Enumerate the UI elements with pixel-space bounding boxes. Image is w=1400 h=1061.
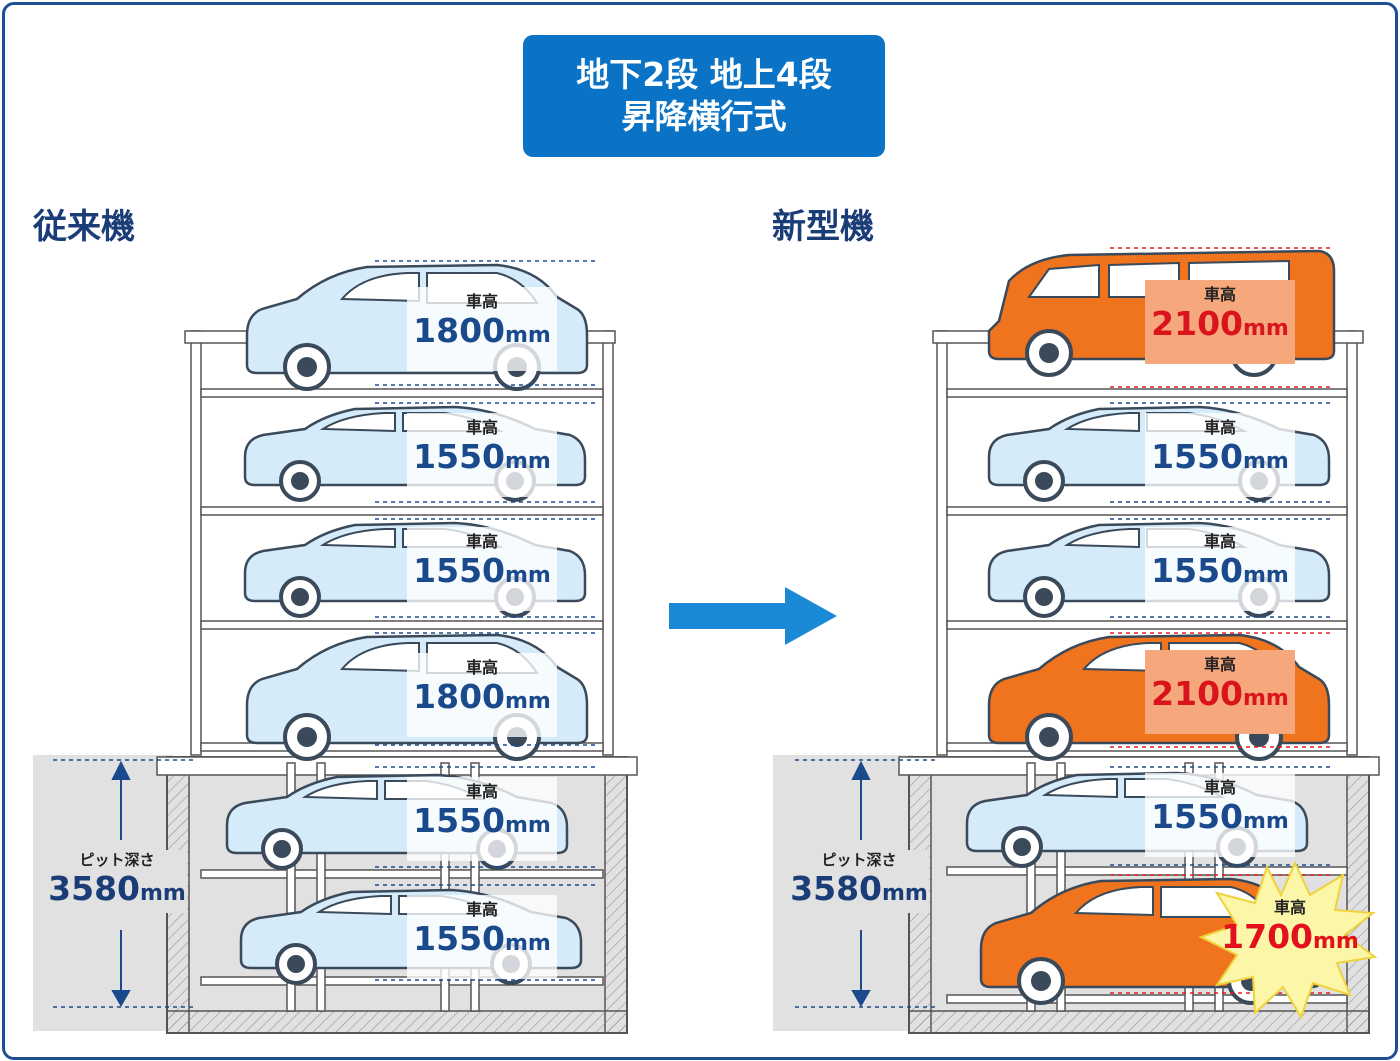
label-new-model: 新型機 xyxy=(772,207,874,247)
right-pit-arrow xyxy=(851,760,871,1008)
title-line-1: 地下2段 地上4段 xyxy=(576,55,832,94)
right-height-label-6: 車高 1700mm xyxy=(1221,898,1359,957)
left-pit-depth: ピット深さ 3580mm xyxy=(47,850,187,913)
left-height-label-5: 車高 1550mm xyxy=(407,777,557,861)
left-height-label-4: 車高 1800mm xyxy=(407,653,557,737)
label-old-model: 従来機 xyxy=(33,207,135,247)
starburst xyxy=(1198,860,1378,1020)
title-line-2: 昇降横行式 xyxy=(621,97,787,136)
left-pit-arrow xyxy=(111,760,131,1008)
right-height-label-4: 車高 2100mm xyxy=(1145,650,1295,734)
transition-arrow xyxy=(669,587,837,645)
left-height-label-1: 車高 1800mm xyxy=(407,287,557,371)
right-pit-depth: ピット深さ 3580mm xyxy=(789,850,929,913)
right-height-label-1: 車高 2100mm xyxy=(1145,280,1295,364)
left-height-label-6: 車高 1550mm xyxy=(407,895,557,979)
right-height-label-3: 車高 1550mm xyxy=(1145,527,1295,611)
right-height-label-2: 車高 1550mm xyxy=(1145,413,1295,497)
left-height-label-3: 車高 1550mm xyxy=(407,527,557,611)
right-height-label-5: 車高 1550mm xyxy=(1145,773,1295,857)
title-box: 地下2段 地上4段 昇降横行式 xyxy=(523,35,885,157)
left-height-label-2: 車高 1550mm xyxy=(407,413,557,497)
